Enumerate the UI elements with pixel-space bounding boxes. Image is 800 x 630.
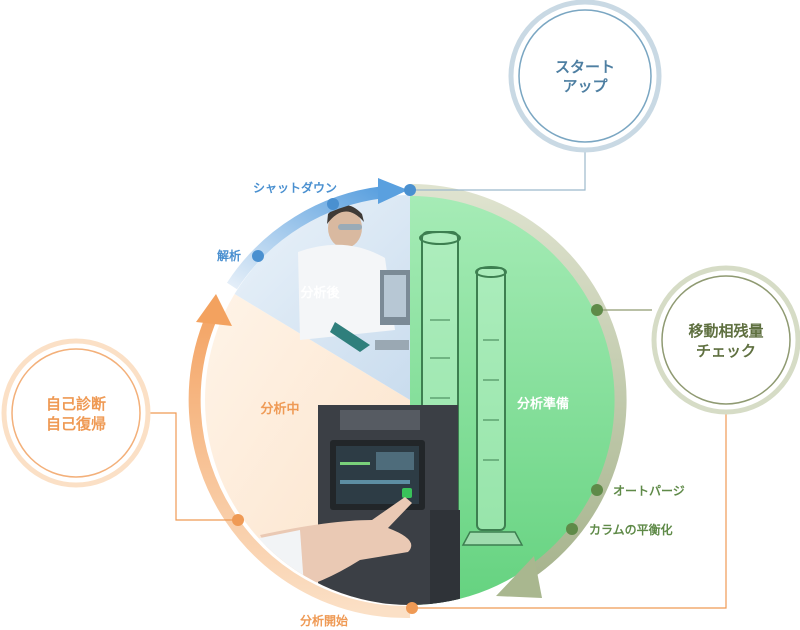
startup-line1: スタート	[555, 58, 615, 76]
self-diagnosis-dot[interactable]	[232, 514, 244, 526]
column-equilibration-dot[interactable]	[566, 523, 578, 535]
shutdown-label: シャットダウン	[253, 180, 337, 195]
auto-purge-label: オートパージ	[613, 484, 685, 498]
data-analysis-dot[interactable]	[252, 250, 264, 262]
preparation-arrowhead	[496, 556, 542, 598]
startup-bubble[interactable]: スタート アップ	[508, 0, 662, 153]
self-diagnosis-line1: 自己診断	[46, 395, 106, 413]
column-equilibration-label: カラムの平衡化	[589, 522, 673, 537]
mobile-phase-check-line1: 移動相残量	[688, 322, 763, 340]
startup-dot[interactable]	[404, 184, 416, 196]
startup-connector	[410, 148, 586, 191]
analysis-arrowhead	[196, 294, 232, 326]
self-diagnosis-bubble[interactable]: 自己診断 自己復帰	[1, 338, 151, 488]
analysis-start-label: 分析開始	[300, 613, 348, 628]
analysis-phase-label: 分析中	[260, 401, 299, 417]
startup-line2: アップ	[562, 77, 608, 95]
self-diagnosis-line2: 自己復帰	[46, 415, 106, 433]
cycle-ring	[188, 183, 627, 619]
analysis-start-dot[interactable]	[406, 602, 418, 614]
connector-lines	[148, 148, 727, 609]
data-analysis-label: 解析	[217, 248, 241, 263]
mobile-phase-bottom-connector	[412, 412, 727, 609]
post-analysis-arrowhead	[378, 178, 408, 204]
post-analysis-phase-label: 分析後	[300, 285, 340, 301]
step-dots	[232, 184, 603, 614]
lc-instrument-image	[318, 405, 460, 605]
mobile-phase-check-line2: チェック	[696, 342, 756, 360]
preparation-arc	[409, 183, 627, 584]
analysis-arc	[188, 313, 411, 619]
mobile-phase-check-bubble[interactable]: 移動相残量 チェック	[651, 265, 800, 415]
lab-technician-image	[298, 205, 410, 352]
post-analysis-arc	[226, 186, 386, 290]
shutdown-dot[interactable]	[327, 198, 339, 210]
self-diagnosis-connector	[148, 412, 238, 521]
auto-purge-dot[interactable]	[591, 484, 603, 496]
preparation-phase-label: 分析準備	[517, 396, 569, 412]
mobile-phase-dot[interactable]	[591, 304, 603, 316]
